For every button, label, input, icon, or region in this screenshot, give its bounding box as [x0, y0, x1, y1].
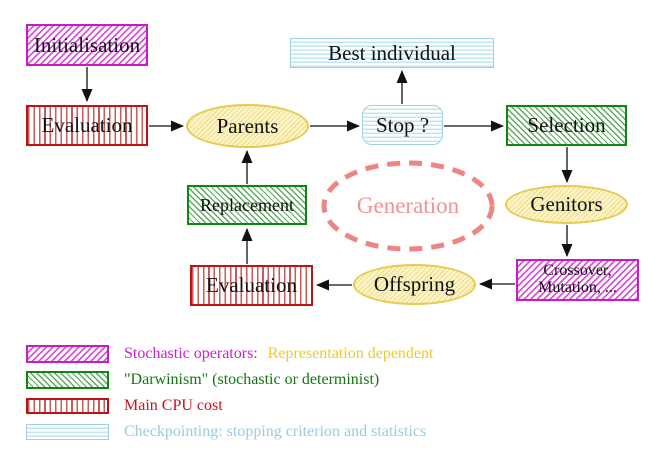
generation-dashed-ellipse	[321, 160, 495, 252]
legend-row-darwinism: "Darwinism" (stochastic or determinist)	[26, 371, 379, 389]
legend-swatch-magenta-hatch	[26, 345, 109, 363]
legend-row-stochastic-operators: Stochastic operators: Representation dep…	[26, 345, 433, 363]
node-genitors: Genitors	[505, 185, 628, 224]
node-crossover-mutation: Crossover, Mutation, ...	[516, 259, 639, 301]
node-best-individual: Best individual	[290, 38, 494, 68]
node-replacement-label: Replacement	[200, 194, 294, 215]
node-replacement: Replacement	[187, 185, 307, 225]
crossover-line2: Mutation, ...	[538, 279, 617, 296]
node-selection-label: Selection	[527, 113, 606, 138]
legend-swatch-cyan-stripes	[26, 424, 109, 440]
node-selection: Selection	[506, 105, 627, 146]
node-offspring: Offspring	[353, 264, 476, 305]
node-evaluation-top: Evaluation	[26, 105, 148, 146]
legend-swatch-green-hatch	[26, 371, 109, 389]
node-offspring-label: Offspring	[373, 272, 456, 297]
node-parents-label: Parents	[216, 113, 279, 138]
node-evaluation-bottom-label: Evaluation	[206, 273, 297, 298]
node-initialisation-label: Initialisation	[33, 32, 141, 57]
legend-row-checkpointing: Checkpointing: stopping criterion and st…	[26, 423, 427, 440]
legend-label-stochastic-operators: Stochastic operators:	[124, 345, 258, 362]
node-evaluation-bottom: Evaluation	[190, 265, 313, 306]
crossover-line1: Crossover,	[543, 262, 612, 280]
legend-label-checkpointing: Checkpointing: stopping criterion and st…	[124, 423, 427, 440]
node-stop-label: Stop ?	[375, 112, 430, 137]
node-parents: Parents	[186, 104, 309, 148]
node-stop: Stop ?	[362, 105, 443, 145]
node-crossover-mutation-label: Crossover, Mutation, ...	[538, 262, 617, 297]
node-generation-label: Generation	[356, 193, 460, 218]
node-initialisation: Initialisation	[26, 24, 148, 66]
legend-label-darwinism: "Darwinism" (stochastic or determinist)	[124, 371, 380, 388]
legend-row-main-cpu-cost: Main CPU cost	[26, 397, 223, 414]
legend-label-representation-dependent: Representation dependent	[267, 345, 434, 362]
node-generation: Generation	[324, 163, 492, 249]
node-genitors-label: Genitors	[530, 192, 603, 217]
node-best-individual-label: Best individual	[328, 40, 456, 65]
node-evaluation-top-label: Evaluation	[41, 113, 133, 138]
legend-label-main-cpu-cost: Main CPU cost	[124, 397, 223, 414]
legend-swatch-red-stripes	[26, 398, 109, 414]
